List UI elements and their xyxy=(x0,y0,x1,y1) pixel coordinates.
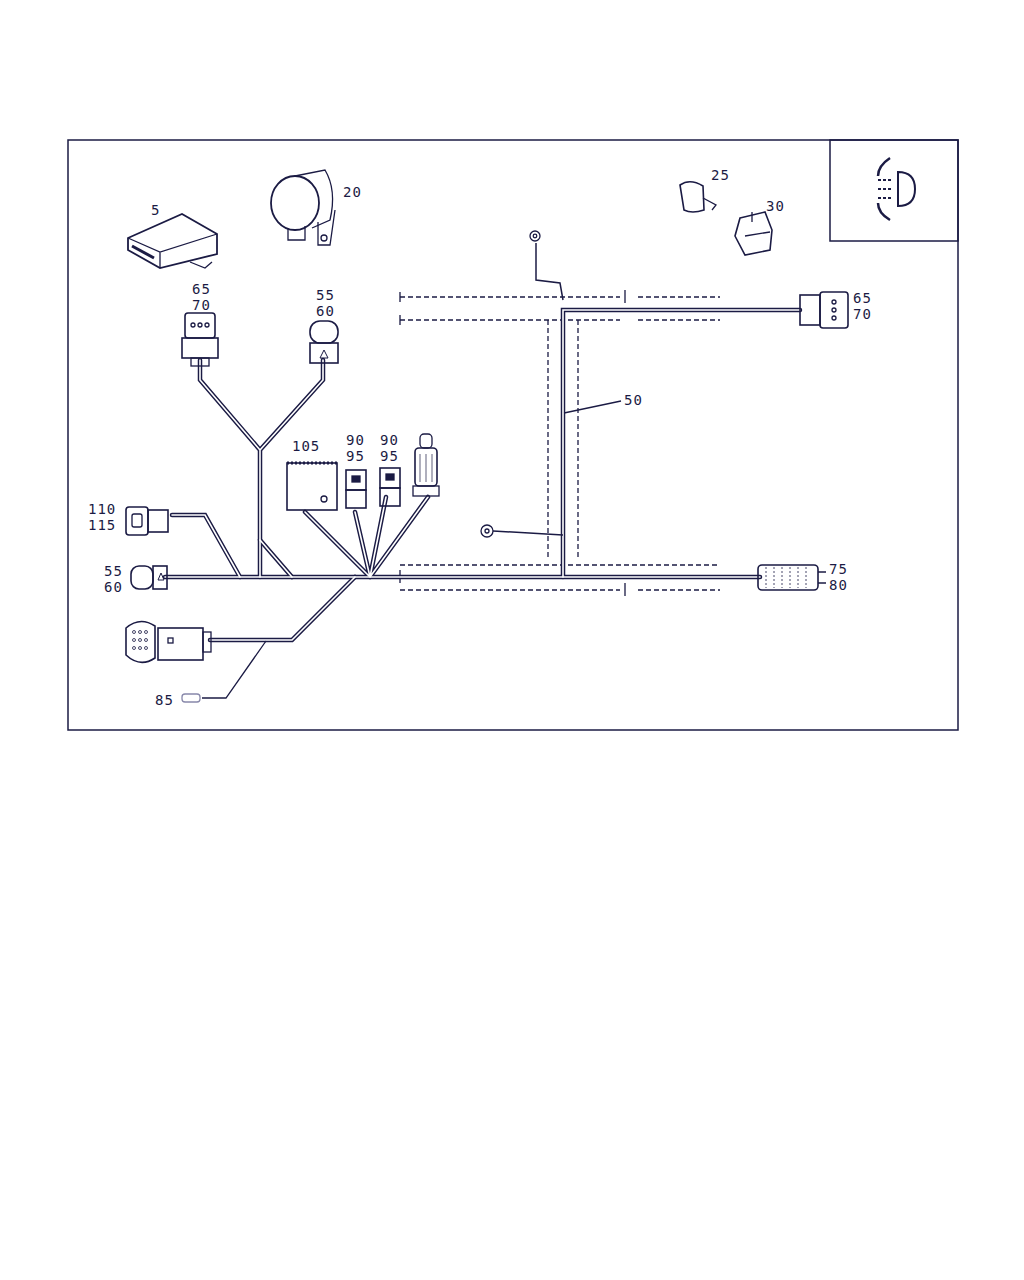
callout-number: 20 xyxy=(343,184,362,200)
callout-number: 65 xyxy=(853,290,872,306)
callout-number: 55 xyxy=(104,563,123,579)
callout-number: 85 xyxy=(155,692,174,708)
callout-number: 105 xyxy=(292,438,320,454)
callout-number: 70 xyxy=(192,297,211,313)
callout-number: 30 xyxy=(766,198,785,214)
callout-number: 70 xyxy=(853,306,872,322)
callout-number: 115 xyxy=(88,517,116,533)
callout-number: 95 xyxy=(380,448,399,464)
callout-number: 60 xyxy=(104,579,123,595)
callout-number: 5 xyxy=(151,202,160,218)
callout-number: 110 xyxy=(88,501,116,517)
callout-number: 90 xyxy=(346,432,365,448)
callout-number: 25 xyxy=(711,167,730,183)
callout-number: 80 xyxy=(829,577,848,593)
callout-number: 95 xyxy=(346,448,365,464)
callout-number: 65 xyxy=(192,281,211,297)
callout-number: 60 xyxy=(316,303,335,319)
callout-number: 55 xyxy=(316,287,335,303)
callout-number: 90 xyxy=(380,432,399,448)
callout-number: 75 xyxy=(829,561,848,577)
callout-number: 50 xyxy=(624,392,643,408)
